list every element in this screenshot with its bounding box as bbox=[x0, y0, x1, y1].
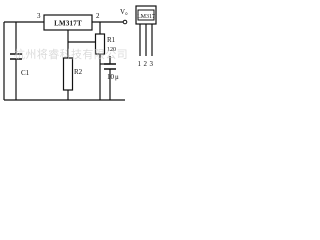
r2-resistor bbox=[62, 57, 74, 91]
r1-label: R1 bbox=[107, 36, 116, 44]
circuit-figure: LM317T 3 2 C1 R2 R1 120 10μ bbox=[3, 5, 157, 101]
diagram-canvas: LM317T 3 2 C1 R2 R1 120 10μ bbox=[0, 0, 162, 108]
watermark: 杭州将睿科技有限公司 bbox=[14, 47, 128, 61]
package-pin-label-2: 2 bbox=[144, 60, 148, 68]
c1-label: C1 bbox=[21, 69, 30, 77]
r2-label: R2 bbox=[74, 68, 83, 76]
package-pin-label-3: 3 bbox=[150, 60, 154, 68]
regulator-label: LM317T bbox=[54, 20, 82, 28]
pin-output-label: 2 bbox=[96, 12, 100, 20]
package-pin-label-1: 1 bbox=[138, 60, 142, 68]
c2-value: 10μ bbox=[107, 73, 119, 81]
package-window bbox=[137, 9, 155, 21]
package-label: LM317 bbox=[137, 14, 155, 20]
output-label: V。 bbox=[120, 8, 132, 16]
pin-input-label: 3 bbox=[37, 12, 41, 20]
output-terminal bbox=[122, 19, 128, 25]
r1-value: 120 bbox=[107, 47, 116, 53]
